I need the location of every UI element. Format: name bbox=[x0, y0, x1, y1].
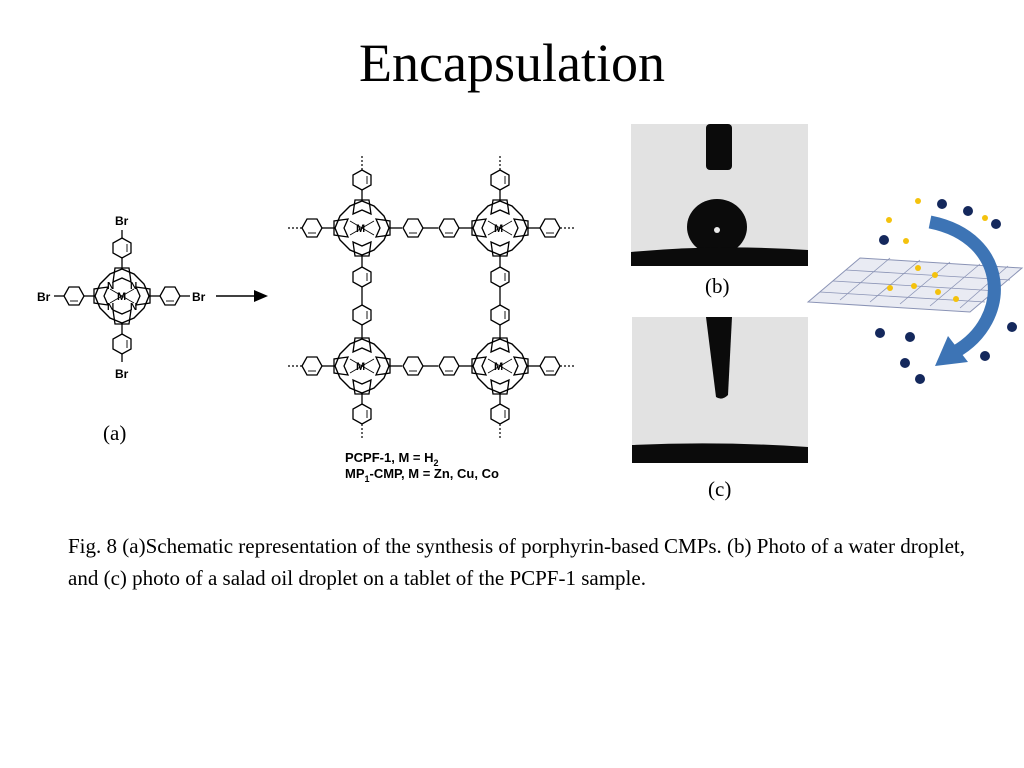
br-label-top: Br bbox=[115, 214, 129, 228]
br-label-left: Br bbox=[37, 290, 51, 304]
oil-droplet-photo bbox=[632, 317, 808, 463]
metal-label: M bbox=[356, 361, 365, 373]
network-legend-line2: MP1-CMP, M = Zn, Cu, Co bbox=[345, 466, 499, 484]
network-legend-line1: PCPF-1, M = H2 bbox=[345, 450, 439, 468]
metal-label: M bbox=[494, 361, 503, 373]
curved-arrow-icon bbox=[928, 215, 1001, 358]
br-label-right: Br bbox=[192, 290, 206, 304]
panel-label-b: (b) bbox=[705, 274, 730, 298]
n-label: N bbox=[107, 281, 114, 292]
n-label: N bbox=[107, 302, 114, 313]
encapsulation-illustration bbox=[806, 198, 1024, 384]
cmp-network: M M M M bbox=[288, 155, 576, 438]
water-droplet-photo bbox=[631, 124, 808, 266]
metal-label: M bbox=[494, 223, 503, 235]
br-label-bottom: Br bbox=[115, 367, 129, 381]
metal-label: M bbox=[356, 223, 365, 235]
n-label: N bbox=[130, 281, 137, 292]
metal-label: M bbox=[117, 291, 126, 303]
oil-droplet-image bbox=[632, 317, 808, 463]
monomer-molecule: Br Br Br Br M N N N N bbox=[37, 214, 206, 381]
reaction-arrow bbox=[216, 290, 268, 302]
molecule-dots bbox=[875, 198, 1017, 384]
figure-caption: Fig. 8 (a)Schematic representation of th… bbox=[68, 534, 965, 590]
panel-label-a: (a) bbox=[103, 421, 127, 445]
n-label: N bbox=[130, 302, 137, 313]
water-droplet-image bbox=[631, 124, 808, 266]
slide-title: Encapsulation bbox=[359, 33, 665, 93]
panel-label-c: (c) bbox=[708, 477, 732, 501]
